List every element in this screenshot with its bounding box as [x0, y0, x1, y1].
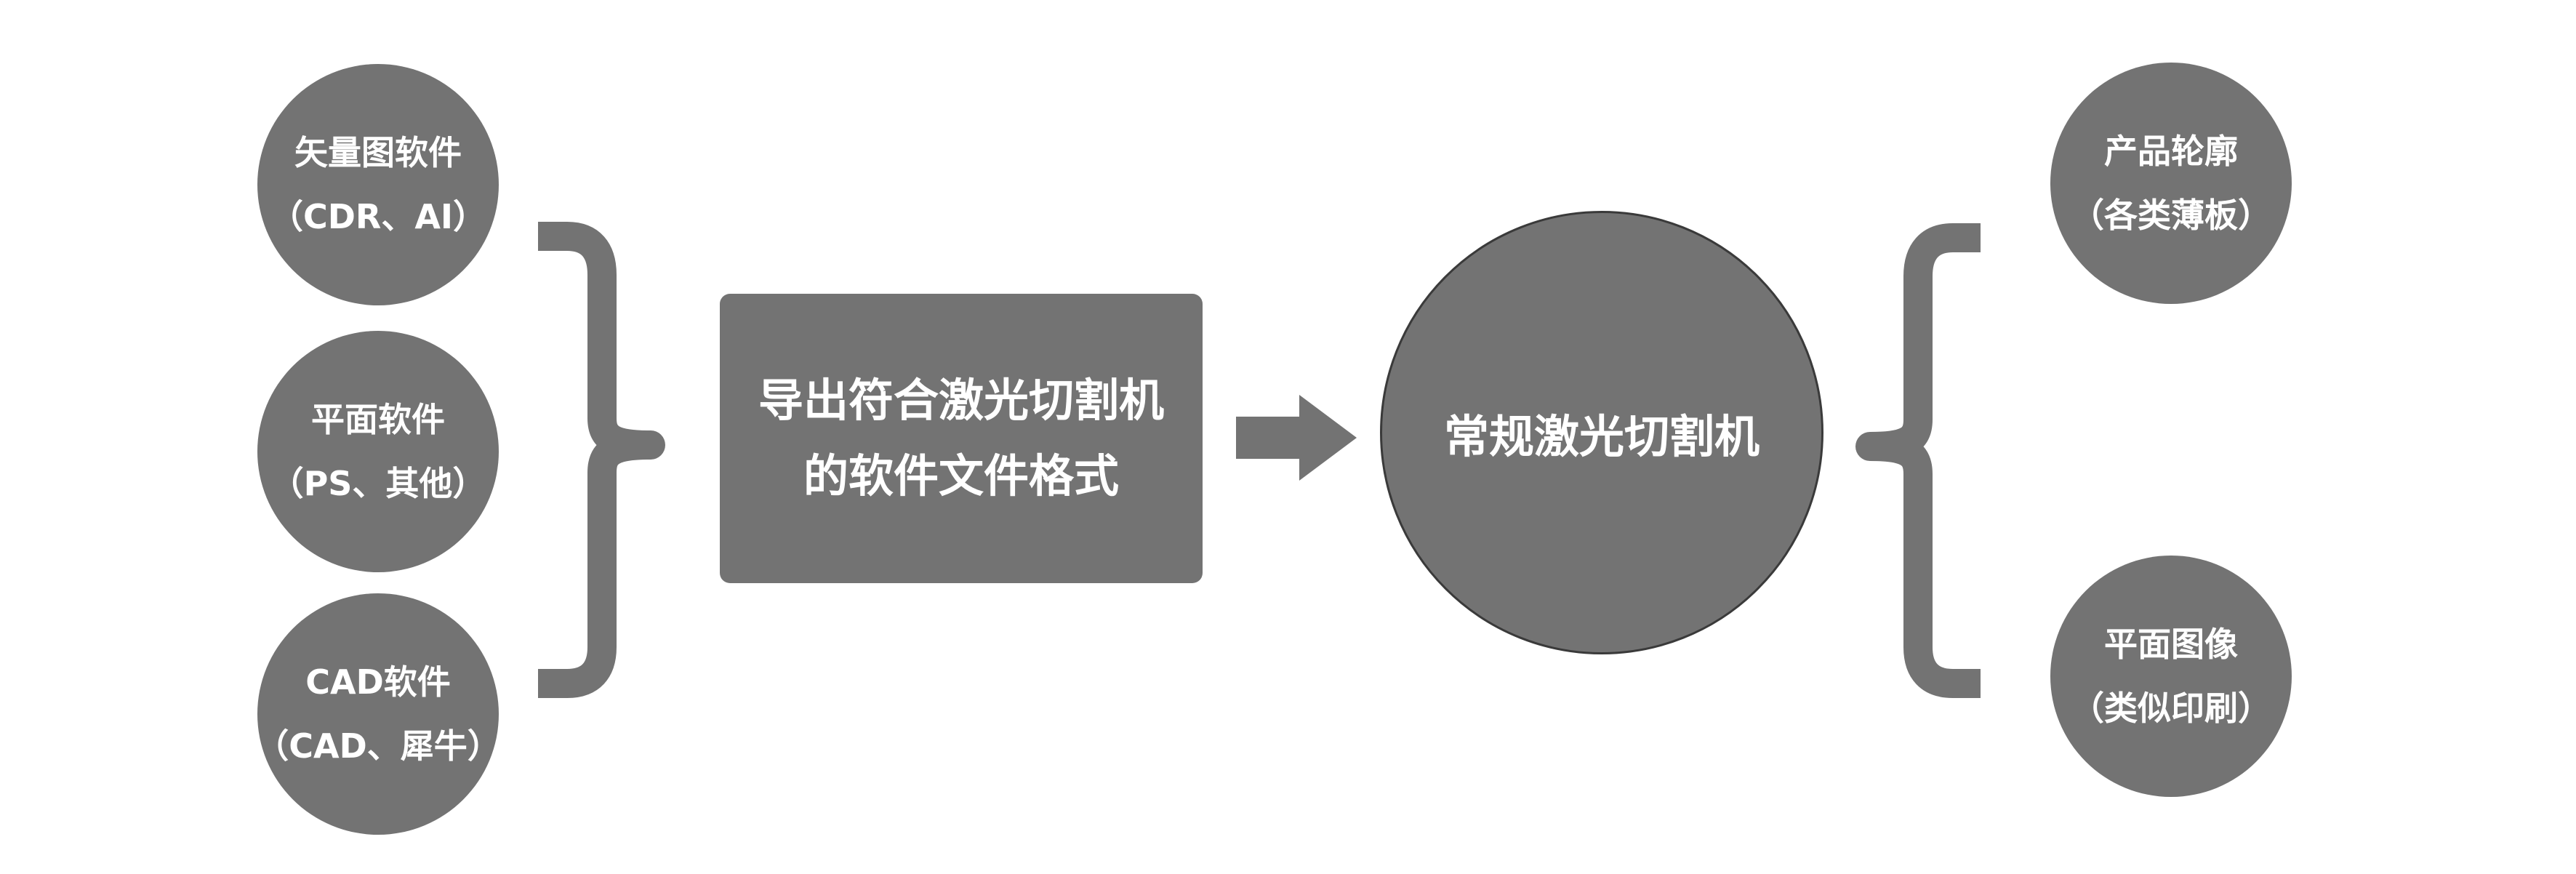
- graphic-software-node: 平面软件 （PS、其他）: [257, 331, 499, 572]
- flat-image-node: 平面图像 （类似印刷）: [2050, 556, 2292, 797]
- flat-image-title: 平面图像: [2104, 625, 2238, 664]
- export-format-line2: 的软件文件格式: [803, 449, 1119, 502]
- vector-software-examples: （CDR、AI）: [269, 197, 487, 236]
- cad-software-node: CAD软件 （CAD、犀牛）: [255, 593, 501, 835]
- export-format-box: 导出符合激光切割机 的软件文件格式: [720, 294, 1203, 583]
- laser-cutter-node: 常规激光切割机: [1380, 211, 1823, 654]
- cad-software-title: CAD软件: [305, 662, 451, 702]
- laser-cutter-label: 常规激光切割机: [1443, 410, 1760, 463]
- left-curly-brace-icon: [1855, 223, 1981, 698]
- export-format-line1: 导出符合激光切割机: [758, 374, 1164, 427]
- product-outline-node: 产品轮廓 （各类薄板）: [2050, 63, 2292, 304]
- vector-software-title: 矢量图软件: [294, 133, 462, 172]
- graphic-software-examples: （PS、其他）: [270, 464, 486, 503]
- graphic-software-title: 平面软件: [311, 400, 445, 439]
- arrow-right-icon: [1236, 395, 1357, 481]
- right-curly-brace-icon: [538, 222, 665, 698]
- product-outline-examples: （各类薄板）: [2071, 196, 2271, 235]
- cad-software-examples: （CAD、犀牛）: [255, 726, 501, 766]
- flat-image-examples: （类似印刷）: [2071, 689, 2271, 728]
- vector-software-node: 矢量图软件 （CDR、AI）: [257, 64, 499, 305]
- product-outline-title: 产品轮廓: [2104, 132, 2238, 171]
